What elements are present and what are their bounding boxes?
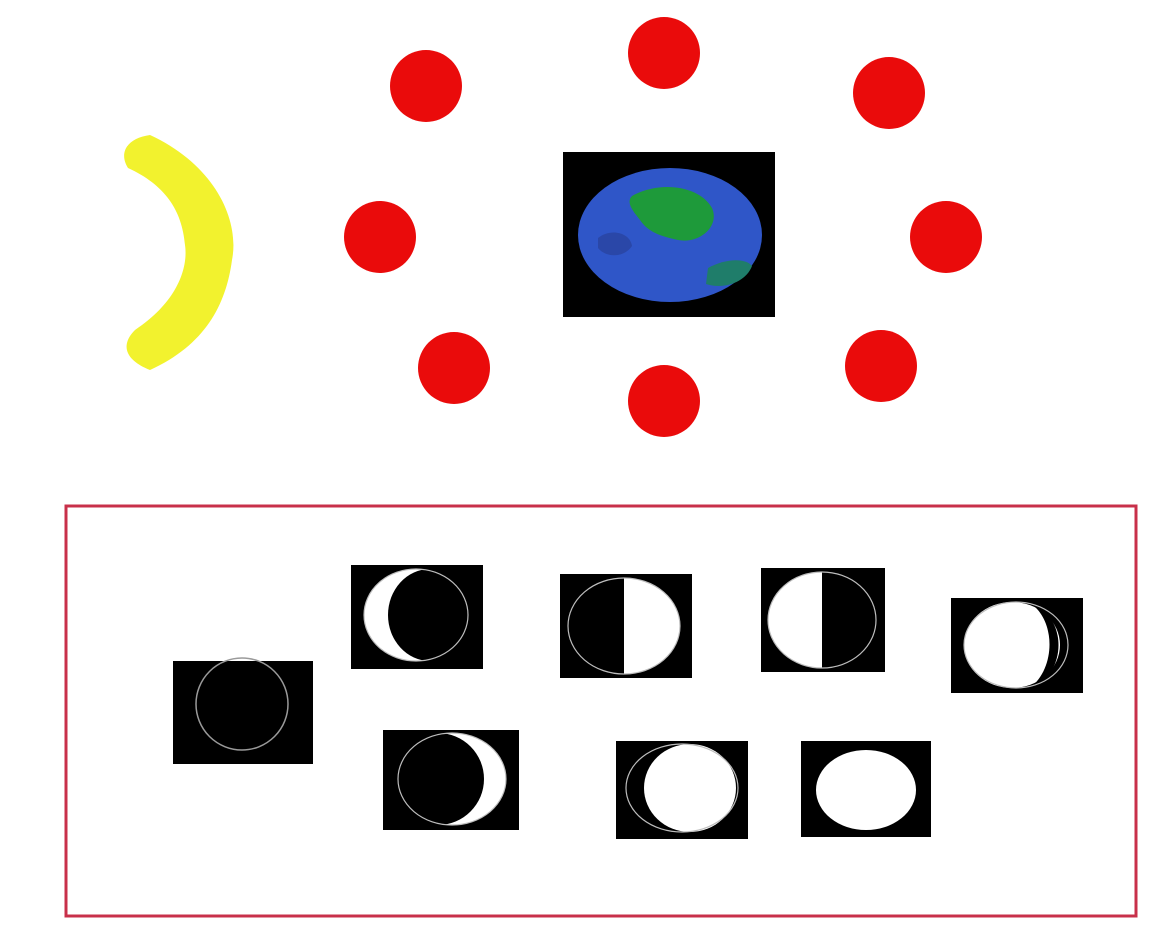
phase-half-right-tile: [560, 574, 692, 678]
phase-gibbous-left-tile: [951, 598, 1083, 693]
earth-globe-icon: [563, 152, 775, 317]
moon-dot-icon: [628, 365, 700, 437]
phases-panel: [66, 506, 1136, 916]
moon-dot-icon: [390, 50, 462, 122]
moon-dot-icon: [344, 201, 416, 273]
moon-dot-icon: [845, 330, 917, 402]
sun-crescent-icon: [124, 135, 233, 370]
phase-gibbous-right-tile: [616, 741, 748, 839]
phase-half-left-tile: [761, 568, 885, 672]
moon-dot-icon: [418, 332, 490, 404]
moon-dot-icon: [910, 201, 982, 273]
moon-dot-icon: [853, 57, 925, 129]
phase-crescent-left-tile: [351, 565, 483, 669]
phase-full-tile: [801, 741, 931, 837]
moon-dot-icon: [628, 17, 700, 89]
phase-crescent-right-tile: [383, 730, 519, 830]
phase-new-tile: [173, 658, 313, 764]
